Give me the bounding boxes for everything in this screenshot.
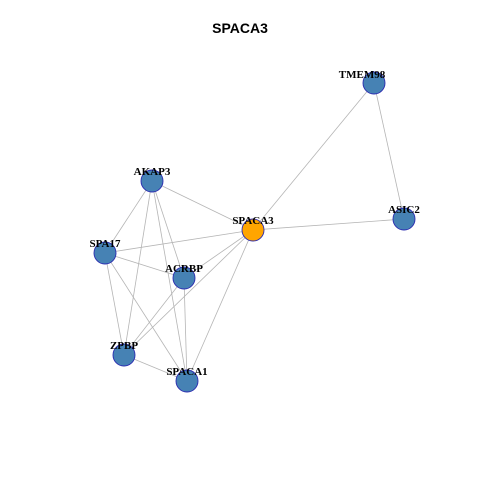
edge-akap3-spaca3 bbox=[151, 180, 254, 231]
node-spaca3 bbox=[241, 218, 265, 242]
node-akap3 bbox=[140, 169, 164, 193]
edge-spaca3-asic2 bbox=[252, 218, 405, 231]
node-label-spaca1: SPACA1 bbox=[166, 366, 207, 378]
edges-layer bbox=[104, 82, 405, 382]
edge-tmem98-asic2 bbox=[373, 82, 405, 220]
node-asic2 bbox=[392, 207, 416, 231]
edge-akap3-spaca1 bbox=[151, 180, 188, 382]
node-spaca1 bbox=[175, 369, 199, 393]
node-zpbp bbox=[112, 343, 136, 367]
edge-zpbp-spaca3 bbox=[123, 229, 254, 356]
node-tmem98 bbox=[362, 71, 386, 95]
edge-spaca1-spaca3 bbox=[186, 229, 254, 382]
nodes-layer bbox=[93, 71, 416, 393]
edge-acrbp-zpbp bbox=[123, 277, 185, 356]
edge-spa17-spaca1 bbox=[104, 252, 188, 382]
node-label-akap3: AKAP3 bbox=[134, 166, 171, 178]
edge-spaca3-tmem98 bbox=[252, 82, 375, 231]
node-label-spaca3: SPACA3 bbox=[232, 215, 274, 227]
node-acrbp bbox=[172, 266, 196, 290]
edge-akap3-spa17 bbox=[104, 180, 153, 254]
chart-title: SPACA3 bbox=[212, 20, 268, 36]
edge-spa17-spaca3 bbox=[104, 229, 254, 254]
edge-acrbp-spaca3 bbox=[183, 229, 254, 279]
edge-akap3-acrbp bbox=[151, 180, 185, 279]
edge-acrbp-spaca1 bbox=[183, 277, 188, 382]
node-label-spa17: SPA17 bbox=[90, 238, 121, 250]
node-label-acrbp: ACRBP bbox=[165, 263, 203, 275]
node-label-zpbp: ZPBP bbox=[110, 340, 138, 352]
node-label-tmem98: TMEM98 bbox=[339, 69, 386, 81]
edge-spa17-acrbp bbox=[104, 252, 185, 279]
edge-akap3-zpbp bbox=[123, 180, 153, 356]
node-label-asic2: ASIC2 bbox=[388, 204, 420, 216]
edge-spa17-zpbp bbox=[104, 252, 125, 356]
node-spa17 bbox=[93, 241, 117, 265]
